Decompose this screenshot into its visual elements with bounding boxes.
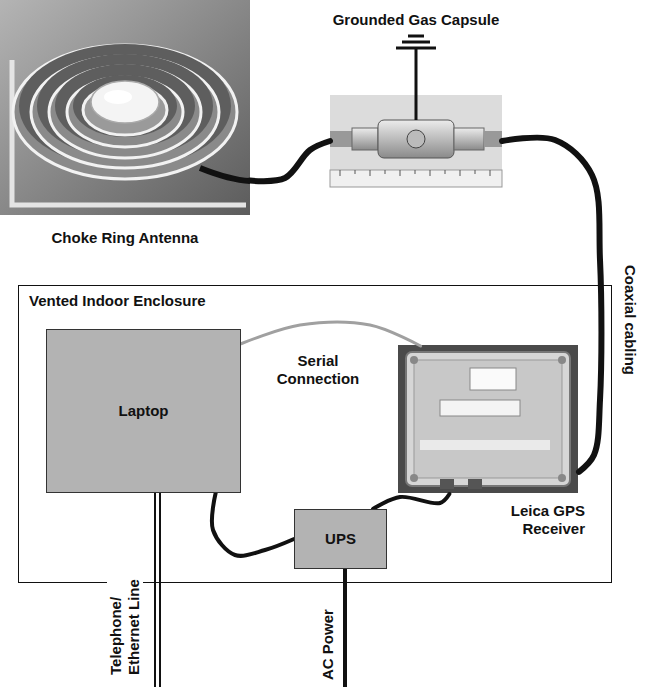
node-label: Vented Indoor Enclosure [19, 286, 216, 316]
node-label: UPS [325, 530, 356, 548]
node-label: Choke Ring Antenna [0, 229, 250, 247]
antenna-photo [55, 64, 195, 148]
cable [212, 493, 294, 556]
gps-receiver-photo [420, 440, 550, 450]
antenna-photo [73, 75, 177, 137]
gps-receiver-photo [558, 356, 566, 364]
cable [373, 494, 449, 509]
power-label: AC Power [319, 600, 337, 680]
node-label: Leica GPS Receiver [501, 502, 585, 538]
antenna-photo [91, 81, 159, 123]
telephone-line [155, 492, 160, 687]
power-cable [345, 568, 346, 687]
gps-receiver-photo [398, 345, 578, 493]
antenna-photo [200, 168, 250, 181]
gas-capsule-photo [484, 131, 502, 147]
ground-symbol [396, 36, 436, 48]
gps-receiver-photo [410, 356, 418, 364]
edge-label: Serial Connection [268, 352, 368, 388]
line-label: Telephone/ Ethernet Line [107, 535, 143, 675]
gps-receiver-photo [558, 474, 566, 482]
antenna-photo [0, 0, 250, 215]
gps-receiver-photo [440, 479, 454, 489]
edge-label: Coaxial cabling [621, 250, 639, 390]
antenna-photo [13, 45, 237, 179]
cable [241, 322, 421, 346]
gas-capsule-photo [330, 131, 352, 147]
gas-capsule-photo [407, 130, 425, 148]
antenna-photo [104, 90, 132, 104]
capsule-photo-node: Grounded Gas Capsule [330, 95, 502, 187]
gas-capsule-photo [454, 128, 484, 150]
cable [250, 141, 330, 181]
ground-symbol [396, 36, 436, 120]
laptop-box: Laptop [46, 329, 241, 493]
gps-receiver-photo [440, 400, 520, 416]
antenna-photo-node: Choke Ring Antenna [0, 0, 250, 215]
node-label: Grounded Gas Capsule [333, 11, 500, 29]
antenna-photo [19, 44, 231, 168]
ground-symbol [415, 48, 418, 120]
gps-receiver-photo [398, 345, 578, 493]
power-cable [343, 568, 347, 687]
gps-receiver-photo [410, 474, 418, 482]
ups-box: UPS [294, 509, 387, 569]
node-label: Laptop [119, 402, 169, 420]
gas-capsule-photo [330, 170, 502, 187]
antenna-photo [37, 54, 213, 158]
gps-receiver-photo [468, 479, 482, 489]
cable [502, 138, 601, 472]
receiver-photo-node: Leica GPS Receiver [399, 346, 579, 494]
gas-capsule-photo [352, 128, 378, 150]
gps-receiver-photo [470, 368, 516, 390]
gas-capsule-photo [340, 170, 490, 176]
gps-receiver-photo [414, 360, 562, 478]
gas-capsule-photo [378, 120, 454, 158]
antenna-photo [0, 0, 250, 215]
telephone-line [155, 492, 160, 687]
gps-receiver-photo [406, 352, 570, 486]
